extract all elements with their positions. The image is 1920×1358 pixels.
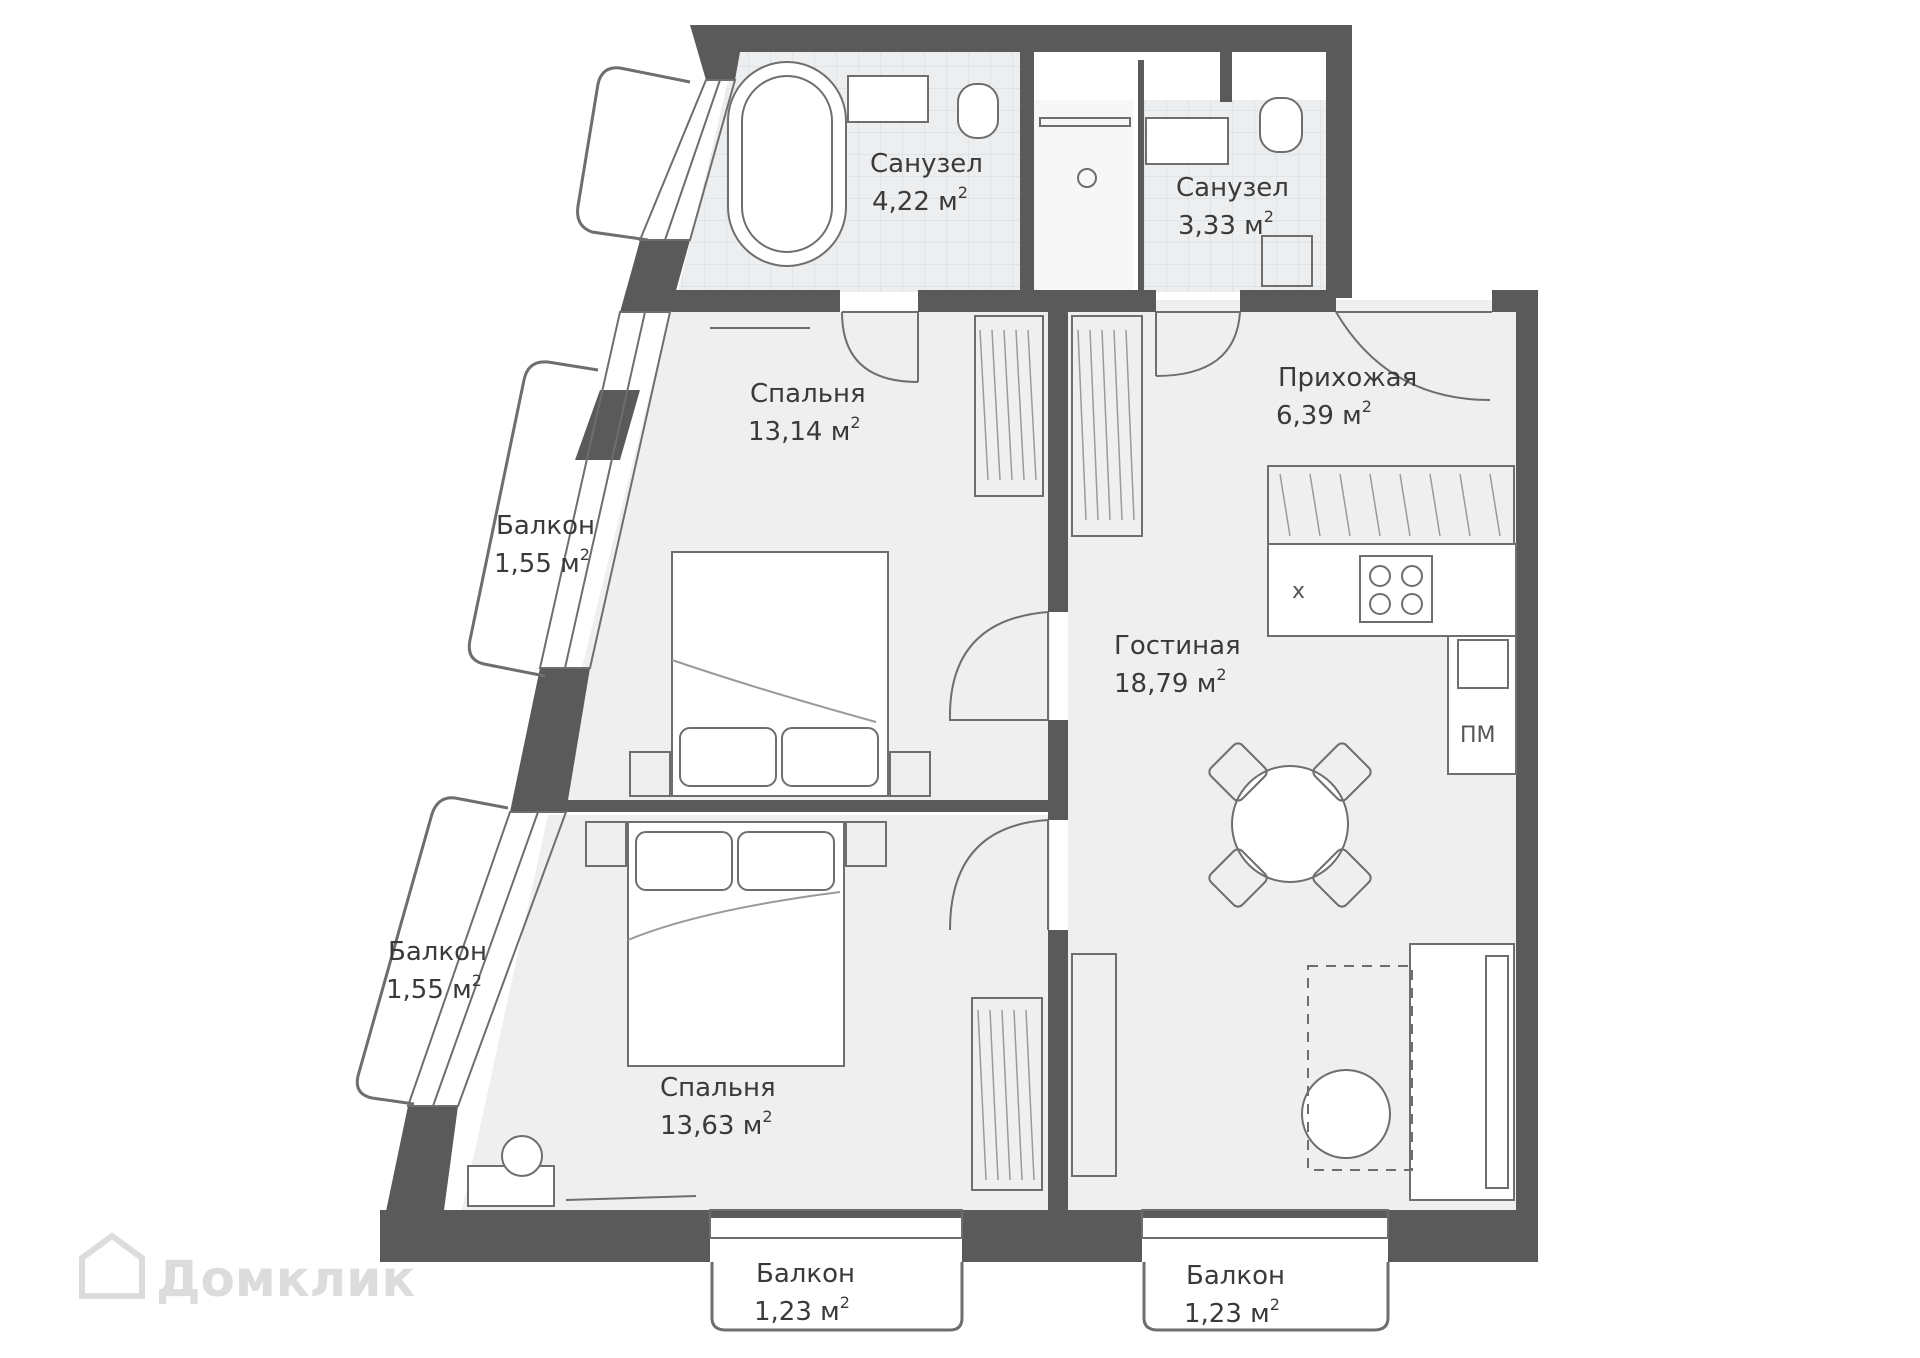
room-area-living: 18,79 м2 — [1114, 665, 1227, 699]
balconies — [355, 66, 1390, 1332]
room-name-bedroom-2: Спальня — [660, 1073, 776, 1103]
dishwasher-label: ПМ — [1460, 723, 1496, 748]
bed-bedroom-1 — [671, 551, 889, 797]
wardrobe-hall — [1071, 315, 1143, 537]
doors — [841, 311, 1492, 931]
room-area-bathroom-1: 4,22 м2 — [872, 183, 968, 217]
room-area-balcony-3: 1,23 м2 — [754, 1293, 850, 1327]
room-area-bedroom-2: 13,63 м2 — [660, 1107, 773, 1141]
room-area-bedroom-1: 13,14 м2 — [748, 413, 861, 447]
sink-bathroom-2 — [1145, 117, 1229, 165]
sofa — [1409, 943, 1515, 1201]
tv-stand — [1071, 953, 1117, 1177]
house-icon — [79, 1232, 145, 1299]
wardrobe-bedroom-2 — [971, 997, 1043, 1191]
balcony-left-1-outline — [467, 360, 599, 678]
room-area-balcony-2: 1,55 м2 — [386, 971, 482, 1005]
shower-drain — [1077, 168, 1097, 188]
kitchen-sink — [1457, 639, 1509, 689]
room-area-balcony-1: 1,55 м2 — [494, 545, 590, 579]
room-name-balcony-4: Балкон — [1186, 1261, 1285, 1291]
room-area-bathroom-2: 3,33 м2 — [1178, 207, 1274, 241]
coffee-table — [1301, 1069, 1391, 1159]
toilet-bathroom-1 — [957, 83, 999, 139]
washer-label: х — [1292, 579, 1305, 604]
floor-shower — [1033, 100, 1133, 292]
room-name-living: Гостиная — [1114, 631, 1241, 661]
room-name-balcony-2: Балкон — [388, 937, 487, 967]
room-area-hall: 6,39 м2 — [1276, 397, 1372, 431]
watermark: Домклик — [79, 1232, 415, 1308]
room-labels: Санузел 4,22 м2 Санузел 3,33 м2 Спальня … — [386, 149, 1496, 1329]
dining-table — [1231, 765, 1349, 883]
bed-bedroom-2 — [627, 821, 845, 1067]
fixtures — [467, 61, 1517, 1207]
room-name-bathroom-2: Санузел — [1176, 173, 1289, 203]
balcony-bottom-2-outline — [1142, 1262, 1390, 1332]
kitchen-counter-side — [1447, 635, 1517, 775]
balcony-left-2-outline — [355, 796, 509, 1106]
cooktop — [1359, 555, 1433, 623]
desk-chair — [501, 1135, 543, 1177]
wardrobe-bedroom-1 — [974, 315, 1044, 497]
room-name-balcony-3: Балкон — [756, 1259, 855, 1289]
room-name-bedroom-1: Спальня — [750, 379, 866, 409]
watermark-text: Домклик — [156, 1250, 415, 1308]
room-area-balcony-4: 1,23 м2 — [1184, 1295, 1280, 1329]
kitchen-counter — [1267, 543, 1517, 637]
windows — [406, 79, 1389, 1239]
sink-bathroom-1 — [847, 75, 929, 123]
toilet-bathroom-2 — [1259, 97, 1303, 153]
bathtub — [727, 61, 847, 267]
balcony-top-left-outline — [576, 66, 691, 242]
balcony-bottom-1-outline — [710, 1262, 964, 1332]
room-name-balcony-1: Балкон — [496, 511, 595, 541]
room-name-hall: Прихожая — [1278, 363, 1417, 393]
room-name-bathroom-1: Санузел — [870, 149, 983, 179]
